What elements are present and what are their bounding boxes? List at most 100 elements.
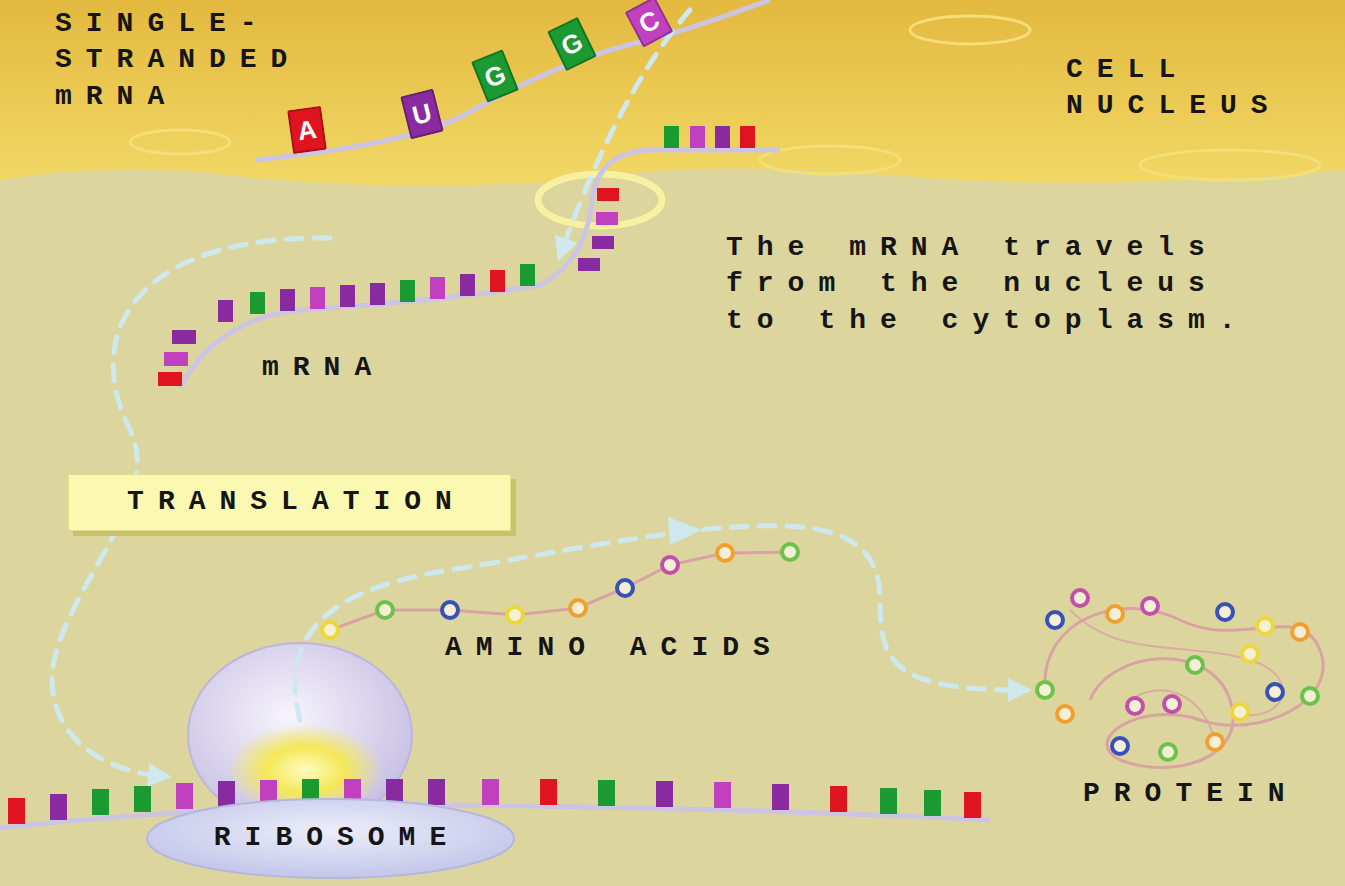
protein-chain	[1070, 610, 1283, 740]
base	[460, 274, 475, 296]
nucleus-texture	[760, 146, 900, 174]
nucleotide-base: A	[287, 106, 327, 154]
base	[158, 372, 182, 386]
base	[880, 788, 897, 814]
amino-acid	[1047, 612, 1063, 628]
base	[490, 270, 505, 292]
base	[772, 784, 789, 810]
base	[656, 781, 673, 807]
node-text: U	[409, 98, 434, 130]
base	[310, 287, 325, 309]
base	[592, 236, 614, 249]
amino-acid	[617, 580, 633, 596]
part-label: PROTEIN	[1083, 776, 1333, 812]
mrna-strand	[255, 0, 770, 160]
base	[540, 779, 557, 805]
base	[596, 212, 618, 225]
amino-acid	[782, 544, 798, 560]
amino-acid	[1107, 606, 1123, 622]
region-label: SINGLE- STRANDED mRNA	[55, 6, 335, 115]
amino-acid	[1292, 624, 1308, 640]
mrna-bases	[8, 779, 981, 824]
node-text: G	[480, 59, 509, 93]
nucleus-region	[0, 0, 1345, 186]
base	[715, 126, 730, 148]
amino-acid	[442, 602, 458, 618]
amino-acid	[717, 545, 733, 561]
nucleus-texture	[130, 130, 230, 154]
part-label: mRNA	[262, 350, 385, 386]
mrna-strand	[180, 150, 780, 388]
amino-acid	[570, 600, 586, 616]
base	[340, 285, 355, 307]
node-text: TRANSLATION	[113, 484, 466, 520]
region-label: CELL NUCLEUS	[1066, 52, 1326, 125]
base	[664, 126, 679, 148]
amino-acid	[1112, 738, 1128, 754]
amino-acid	[1142, 598, 1158, 614]
amino-acid	[1072, 590, 1088, 606]
node-text: C	[634, 5, 664, 39]
base	[714, 782, 731, 808]
flow-arrow	[295, 526, 1020, 720]
process-box: TRANSLATION	[68, 474, 511, 531]
base	[830, 786, 847, 812]
nuclear-pore	[538, 174, 662, 226]
amino-acid	[507, 607, 523, 623]
base	[740, 126, 755, 148]
amino-acid	[1057, 706, 1073, 722]
amino-acid	[1267, 684, 1283, 700]
amino-acid	[1160, 744, 1176, 760]
ribosome-small-subunit: RIBOSOME	[145, 797, 516, 880]
base	[597, 188, 619, 201]
node-text: G	[557, 27, 588, 62]
base	[430, 277, 445, 299]
nucleus-texture	[910, 16, 1030, 44]
base	[520, 264, 535, 286]
base	[250, 292, 265, 314]
amino-acid	[322, 622, 338, 638]
amino-acid	[1302, 688, 1318, 704]
amino-acid	[1207, 734, 1223, 750]
base	[690, 126, 705, 148]
base	[218, 781, 235, 807]
base	[598, 780, 615, 806]
amino-acid	[1217, 604, 1233, 620]
protein-chain	[1045, 608, 1323, 767]
ribosome-lobe	[147, 799, 514, 878]
amino-acid	[1164, 696, 1180, 712]
amino-acid	[377, 602, 393, 618]
amino-acid	[662, 557, 678, 573]
base	[400, 280, 415, 302]
base	[964, 792, 981, 818]
base	[8, 798, 25, 824]
base	[134, 786, 151, 812]
base	[172, 330, 196, 344]
base	[92, 789, 109, 815]
base	[164, 352, 188, 366]
base	[280, 289, 295, 311]
mrna-bases	[158, 126, 755, 386]
amino-acid	[1257, 618, 1273, 634]
base	[50, 794, 67, 820]
amino-acid	[1127, 698, 1143, 714]
peptide-chain	[330, 552, 790, 630]
base	[428, 779, 445, 805]
amino-acid	[1187, 657, 1203, 673]
nucleus-texture	[1140, 150, 1320, 180]
protein-beads	[1037, 590, 1318, 760]
amino-acid	[1037, 682, 1053, 698]
amino-acid-beads	[322, 544, 798, 638]
base	[482, 779, 499, 805]
arrow-head	[668, 517, 702, 545]
node-text: A	[296, 115, 319, 146]
part-label: AMINO ACIDS	[445, 630, 784, 666]
amino-acid	[1242, 646, 1258, 662]
base	[176, 783, 193, 809]
node-text: RIBOSOME	[200, 820, 460, 856]
base	[370, 283, 385, 305]
base	[578, 258, 600, 271]
amino-acid	[1232, 704, 1248, 720]
